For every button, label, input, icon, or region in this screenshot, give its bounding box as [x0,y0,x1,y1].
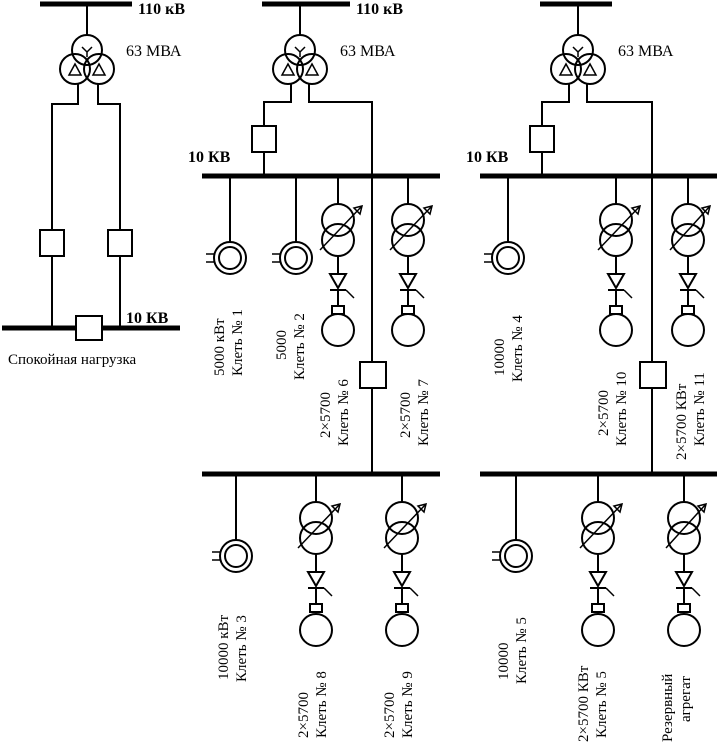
three-winding-transformer-icon [59,34,115,85]
feeder-label-6a: 2×5700 [318,392,334,438]
feeder-label-3b: Клеть № 3 [234,615,250,682]
regulating-transformer-icon [389,203,434,257]
breaker-icon [75,315,103,341]
regulating-transformer-icon [669,203,712,257]
regulating-transformer-icon [579,501,624,555]
drive-feeder-7 [389,176,434,347]
feeder-label-3a: 10000 кВт [216,614,232,680]
dc-motor-icon [667,603,701,647]
rectifier-diode-icon [392,571,419,597]
feeder-label-reserve-a: Резервный [660,674,676,742]
drive-feeder-9 [383,474,428,647]
drive-feeder-5 [579,474,624,647]
dc-motor-icon [599,305,633,347]
regulating-transformer-icon [297,501,342,555]
feeder-label-5a: 10000 [496,643,512,681]
breaker-icon [39,229,65,257]
three-winding-transformer-icon [272,34,328,85]
feeder-label-8b: Клеть № 8 [314,671,330,738]
lv-lead-b-middle [308,84,373,362]
feeder-label-reserve-b: агрегат [678,676,694,722]
lv-lead-a-middle [263,84,292,126]
rectifier-diode-icon [328,273,355,299]
middle-section: 110 кВ 63 МВА 10 КВ [188,1,440,738]
feeder-label-1b: Клеть № 1 [230,309,246,376]
rectifier-diode-icon [678,273,705,299]
feeder-label-9b: Клеть № 9 [400,671,416,738]
feeder-label-9a: 2×5700 [382,692,398,738]
three-winding-transformer-icon [550,34,606,85]
rectifier-diode-icon [306,571,333,597]
dc-motor-icon [671,305,705,347]
lv-lead-a-right [541,84,570,126]
lv-lead-b-right [586,84,653,362]
feeder-label-11b: Клеть № 11 [692,372,708,446]
drive-feeder-6 [319,176,364,347]
drive-feeder-10 [597,176,642,347]
dc-motor-icon [391,305,425,347]
rectifier-diode-icon [674,571,701,597]
rectifier-diode-icon [398,273,425,299]
drive-feeder-reserve [665,474,708,647]
bus-label-left: 10 КВ [126,310,169,327]
feeder-label-5b: Клеть № 5 [514,617,530,684]
synchronous-motor-icon [212,539,253,573]
regulating-transformer-icon [597,203,642,257]
feeder-label-10a: 2×5700 [596,390,612,436]
synchronous-motor-icon [272,241,313,275]
hv-label-middle: 110 кВ [356,1,403,18]
bus-label-middle: 10 КВ [188,149,231,166]
feeder-label-7b: Клеть № 7 [416,379,432,446]
regulating-transformer-icon [319,203,364,257]
transformer-rating-middle: 63 МВА [340,43,396,60]
synchronous-motor-icon [206,241,247,275]
feeder-label-6b: Клеть № 6 [336,379,352,446]
drive-feeder-8 [297,474,342,647]
lv-lead-a-left [51,84,79,230]
regulating-transformer-icon [383,501,428,555]
feeder-label-1a: 5000 кВт [212,318,228,376]
feeder-label-4a: 10000 [492,339,508,377]
breaker-icon [529,125,555,153]
feeder-label-10b: Клеть № 10 [614,372,630,446]
breaker-icon [639,361,667,389]
feeder-label-5c: 2×5700 КВт [576,665,592,742]
left-section: 110 кВ 63 МВА 10 КВ Спокойная нагрузка [2,1,185,368]
load-caption-left: Спокойная нагрузка [8,352,137,368]
right-section: 63 МВА 10 КВ [466,1,717,742]
feeder-label-7a: 2×5700 [398,392,414,438]
regulating-transformer-icon [665,501,708,555]
dc-motor-icon [581,603,615,647]
feeder-label-2b: Клеть № 2 [292,313,308,380]
transformer-rating-left: 63 МВА [126,43,182,60]
feeder-label-8a: 2×5700 [296,692,312,738]
lv-lead-b-left [97,84,121,230]
breaker-icon [359,361,387,389]
rectifier-diode-icon [606,273,633,299]
transformer-rating-right: 63 МВА [618,43,674,60]
dc-motor-icon [321,305,355,347]
hv-label-left: 110 кВ [138,1,185,18]
drive-feeder-11 [669,176,712,347]
feeder-label-2a: 5000 [274,330,290,360]
feeder-label-4b: Клеть № 4 [510,315,526,382]
synchronous-motor-icon [484,241,525,275]
breaker-icon [251,125,277,153]
dc-motor-icon [299,603,333,647]
feeder-label-5d: Клеть № 5 [594,671,610,738]
bus-label-right: 10 КВ [466,149,509,166]
synchronous-motor-icon [492,539,533,573]
dc-motor-icon [385,603,419,647]
rectifier-diode-icon [588,571,615,597]
feeder-label-11a: 2×5700 КВт [674,383,690,460]
breaker-icon [107,229,133,257]
